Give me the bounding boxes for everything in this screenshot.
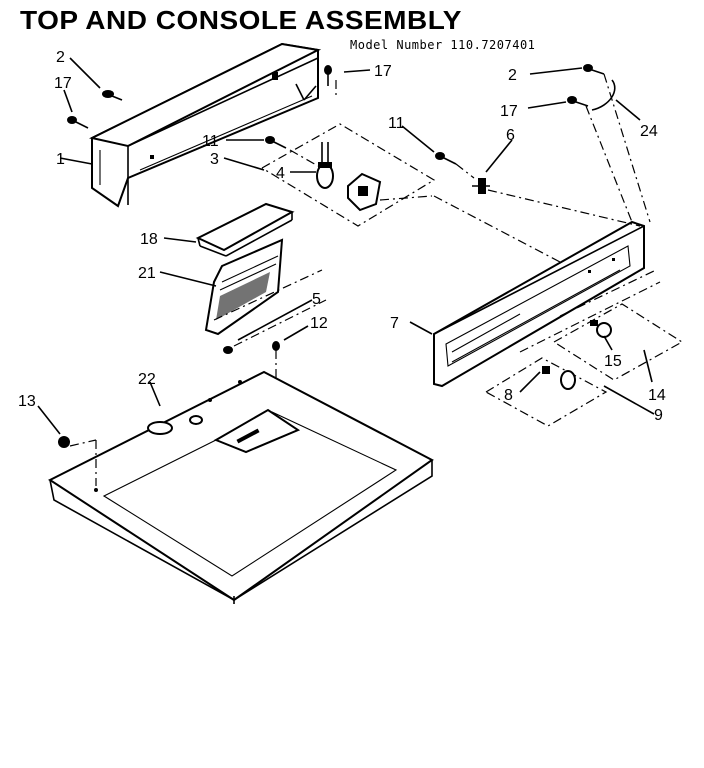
screw-11-left [265, 136, 287, 149]
callout-9: 9 [654, 407, 663, 424]
part-24-wire [591, 79, 616, 111]
callout-14: 14 [648, 387, 666, 404]
callout-8: 8 [504, 387, 513, 404]
callout-11-right: 11 [388, 115, 405, 132]
callout-17-left: 17 [54, 75, 72, 92]
callout-15: 15 [604, 353, 622, 370]
screw-13 [58, 436, 97, 486]
part-7-control-panel [433, 220, 645, 388]
part-22-top-panel [47, 370, 434, 604]
screw-5 [223, 346, 233, 354]
callout-labels: 2 17 1 17 11 3 4 18 21 5 12 22 13 2 17 2… [18, 49, 666, 424]
callout-24: 24 [640, 123, 658, 140]
callout-7: 7 [390, 315, 399, 332]
screw-11-right [435, 152, 457, 165]
screw-2-left [102, 90, 123, 101]
callout-17-top: 17 [374, 63, 392, 80]
part-6-clip [472, 178, 490, 194]
assembly-guide-lines [213, 73, 661, 353]
part-3-switch-group [261, 123, 436, 227]
screw-17-left [67, 116, 89, 129]
screw-2-right [583, 64, 605, 75]
callout-17-right: 17 [500, 103, 518, 120]
callout-3: 3 [210, 151, 219, 168]
callout-22: 22 [138, 371, 156, 388]
part-21-lint-screen [204, 238, 284, 336]
callout-18: 18 [140, 231, 158, 248]
part-1-console-housing [89, 42, 322, 208]
screw-17-right [567, 96, 589, 107]
callout-2-left: 2 [56, 49, 65, 66]
callout-1: 1 [56, 151, 65, 168]
callout-11-left: 11 [202, 133, 219, 150]
callout-12: 12 [310, 315, 328, 332]
screw-12 [272, 341, 280, 394]
callout-13: 13 [18, 393, 36, 410]
page-title: TOP AND CONSOLE ASSEMBLY [20, 6, 462, 35]
part-18-filter-cover [195, 202, 295, 257]
callout-5: 5 [312, 291, 321, 308]
model-number: Model Number 110.7207401 [350, 38, 536, 52]
callout-6: 6 [506, 127, 515, 144]
callout-21: 21 [138, 265, 156, 282]
callout-4: 4 [276, 165, 285, 182]
screw-17-top [324, 65, 332, 86]
leader-lines [37, 57, 655, 435]
part-9-knob-group [485, 357, 608, 427]
callout-2-right: 2 [508, 67, 517, 84]
part-14-knob-group [553, 303, 684, 381]
